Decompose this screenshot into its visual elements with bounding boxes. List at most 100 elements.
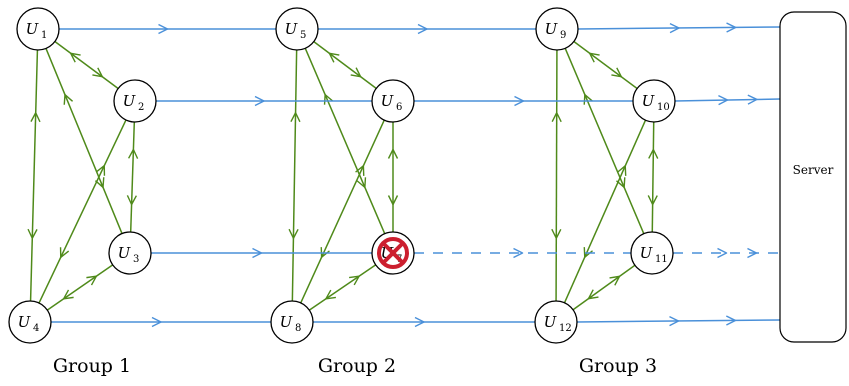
link-arrow [588,52,600,63]
link-U9-U10 [573,40,638,90]
uplink-U11 [673,247,780,259]
uplink-U8 [313,316,535,328]
link-line [572,264,636,311]
link-line [304,48,386,234]
link-arrow [609,275,621,286]
uplink-arrow [718,95,729,106]
server-box [779,11,847,343]
uplink-U6 [414,95,633,107]
uplink-arrow [747,94,758,105]
link-line [29,49,39,302]
uplink-arrow [151,316,162,328]
node-label: U [118,244,132,262]
uplink-arrow [669,315,680,327]
node-subscript: 4 [33,323,39,334]
link-arrow [86,275,98,286]
node-circle [113,79,157,123]
node-label: U [642,92,656,110]
node-circle [108,231,152,275]
link-arrow [325,289,336,300]
uplink-U3 [151,247,372,259]
link-line [564,48,645,234]
link-arrow [288,228,299,239]
edges-layer [27,22,781,328]
link-U1-U2 [54,40,119,90]
uplink-arrow [726,22,737,33]
link-U12-U11 [572,264,636,311]
link-line [54,40,119,90]
link-arrow [617,165,627,176]
link-line [651,121,655,233]
link-arrow [127,148,139,159]
node-circle [8,300,52,344]
node-label: U [545,20,559,38]
server-label: Server [793,163,834,177]
uplink-arrow [414,316,425,328]
link-arrow [328,52,340,63]
failure-cross [382,242,404,264]
uplink-arrow [254,95,265,107]
link-arrow [349,275,360,286]
link-arrow [355,165,365,176]
link-arrow [387,195,399,206]
group-label-3: Group 3 [579,355,657,377]
link-line [573,40,638,90]
node-label: U [285,20,299,38]
node-subscript: 12 [559,323,572,334]
link-line [129,121,136,233]
link-arrow [587,289,599,300]
uplink-U10 [674,94,781,106]
link-U2-U3 [126,121,139,233]
link-arrow [356,177,367,189]
link-arrow [69,52,81,63]
link-line [45,48,123,234]
uplink-U2 [156,95,372,107]
link-U2-U4 [38,119,127,304]
link-arrow [648,148,659,159]
node-label: U [123,92,137,110]
crossed-circle-icon [377,237,409,269]
link-arrow [290,112,301,123]
link-line [308,264,377,311]
link-arrow [350,67,362,78]
link-line [563,119,647,304]
failure-ring [377,237,409,269]
node-subscript: 2 [138,102,144,113]
nodes-layer: U1U2U3U4U5U6U7U8U9U10U11U12 [8,7,676,344]
link-arrow [95,165,106,176]
uplink-U4 [51,316,271,328]
link-arrow [92,67,104,78]
uplink-U12 [576,315,781,327]
uplink-arrow [669,22,680,34]
link-line [46,264,114,311]
link-arrow [27,228,38,239]
uplink-U5 [318,23,536,35]
node-label: U [26,20,40,38]
group-label-2: Group 2 [318,355,396,377]
link-arrow [611,67,623,78]
node-label: U [18,313,32,331]
node-subscript: 9 [560,30,566,41]
node-circle [534,300,578,344]
link-line [555,49,558,302]
node-subscript: 3 [133,254,139,265]
uplink-arrow [725,315,737,326]
node-label: U [640,244,654,262]
link-arrow [616,177,626,189]
link-arrow [647,195,658,206]
uplink-arrow [747,247,758,259]
node-label: U [381,92,395,110]
link-arrow [30,112,41,123]
node-circle [16,7,60,51]
node-subscript: 8 [295,323,301,334]
link-U5-U8 [288,49,301,302]
node-circle [630,231,674,275]
